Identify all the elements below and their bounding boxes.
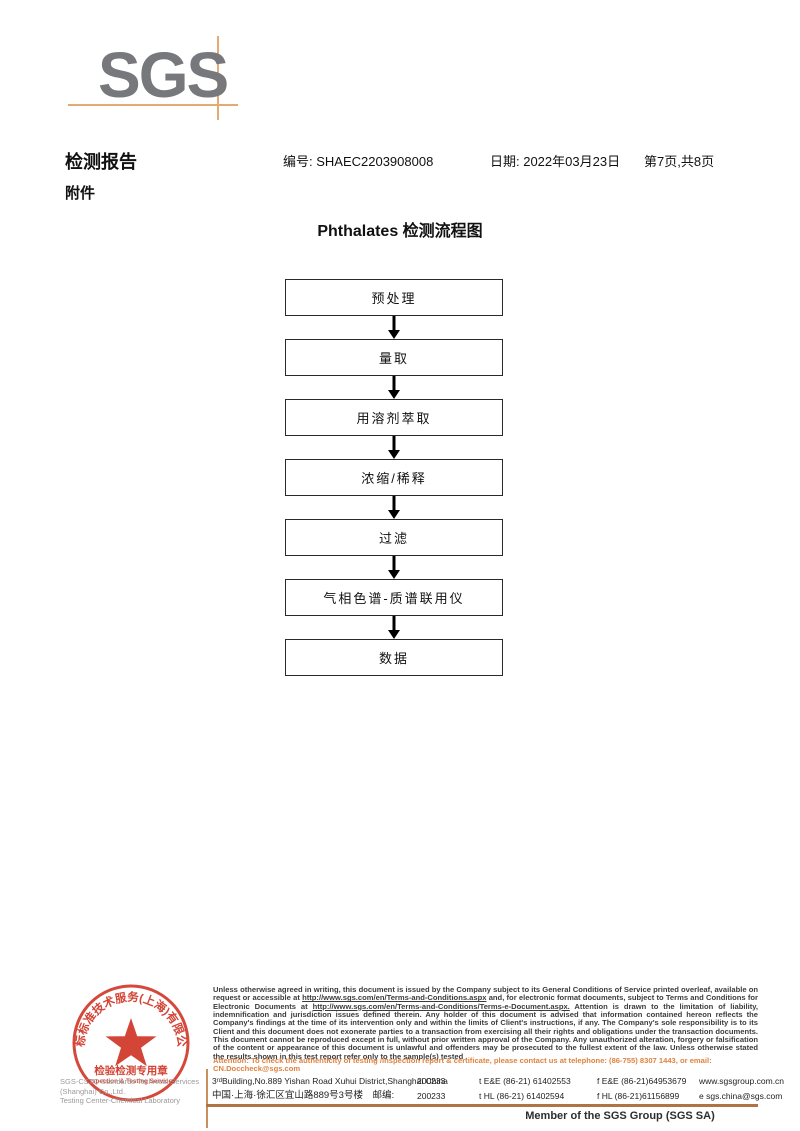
legal-terms-paragraph: Unless otherwise agreed in writing, this… — [213, 985, 759, 1061]
legal-text: and, for electronic format documents, su… — [213, 993, 759, 1011]
footer-divider-vertical — [206, 1069, 208, 1128]
website-link[interactable]: www.sgsgroup.com.cn — [699, 1076, 785, 1086]
logo-crosshair-vertical — [217, 36, 219, 120]
flow-step-concentrate-dilute: 浓缩/稀释 — [285, 459, 503, 496]
flow-step-data: 数据 — [285, 639, 503, 676]
legal-text: Attention is drawn to the limitation of … — [213, 1001, 758, 1061]
footer-address-block: 3ʳᵈBuilding,No.889 Yishan Road Xuhui Dis… — [212, 1074, 785, 1104]
phone-ee: t E&E (86-21) 61402553 — [479, 1076, 571, 1086]
down-arrow-icon — [387, 556, 401, 579]
down-arrow-icon — [387, 616, 401, 639]
flowchart-title: Phthalates 检测流程图 — [317, 223, 483, 240]
phone-hl: t HL (86-21) 61402594 — [479, 1091, 565, 1101]
logo-crosshair-horizontal — [68, 104, 238, 106]
sgs-logo-text: SGS — [98, 39, 229, 111]
down-arrow-icon — [387, 316, 401, 339]
down-arrow-icon — [387, 376, 401, 399]
attachment-label: 附件 — [65, 185, 96, 202]
report-date: 日期: 2022年03月23日 — [490, 154, 621, 169]
flow-step-gcms: 气相色谱-质谱联用仪 — [285, 579, 503, 616]
down-arrow-icon — [387, 436, 401, 459]
flow-step-pretreatment: 预处理 — [285, 279, 503, 316]
address-row-cn: 中国·上海·徐汇区宜山路889号3号楼 邮编: 200233 t HL (86-… — [212, 1089, 783, 1104]
legal-text: Unless otherwise agreed in writing, this… — [213, 985, 758, 1003]
stamp-inner-cn: 检验检测专用章 — [94, 1064, 168, 1077]
fax-hl: f HL (86-21)61156899 — [597, 1091, 680, 1101]
authenticity-attention-note: Attention: To check the authenticity of … — [213, 1056, 712, 1074]
fax-ee: f E&E (86-21)64953679 — [597, 1076, 687, 1086]
flow-step-measure: 量取 — [285, 339, 503, 376]
report-title: 检测报告 — [65, 152, 137, 172]
postcode-en: 200233 — [417, 1076, 446, 1086]
terms-url-link[interactable]: http://www.sgs.com/en/Terms-and-Conditio… — [302, 993, 487, 1003]
footer-rule — [206, 1104, 758, 1107]
address-row-en: 3ʳᵈBuilding,No.889 Yishan Road Xuhui Dis… — [212, 1074, 785, 1089]
inspection-stamp-icon: 通标标准技术服务(上海)有限公司 检验检测专用章 Inspection & Te… — [64, 972, 192, 1104]
address-cn: 中国·上海·徐汇区宜山路889号3号楼 邮编: — [212, 1090, 395, 1101]
flowchart: 预处理 量取 用溶剂萃取 浓缩/稀释 过滤 气相色谱-质谱联用仪 数据 — [285, 279, 503, 676]
postcode-cn: 200233 — [417, 1091, 446, 1101]
page-indicator: 第7页,共8页 — [644, 154, 715, 169]
down-arrow-icon — [387, 496, 401, 519]
flow-step-solvent-extraction: 用溶剂萃取 — [285, 399, 503, 436]
lab-company-line1: SGS-CSTC Standards Technical Services (S… — [60, 1077, 200, 1096]
sgs-member-note: Member of the SGS Group (SGS SA) — [525, 1110, 715, 1122]
terms-e-document-url-link[interactable]: http://www.sgs.com/en/Terms-and-Conditio… — [312, 1001, 570, 1011]
sgs-logo: SGS — [68, 30, 253, 125]
report-number: 编号: SHAEC2203908008 — [283, 154, 434, 169]
lab-company-line2: Testing Center-Chemical Laboratory — [60, 1096, 181, 1105]
flow-step-filter: 过滤 — [285, 519, 503, 556]
lab-company-name: SGS-CSTC Standards Technical Services (S… — [60, 1077, 210, 1106]
stamp-inner-en: Inspection & Testing Services — [86, 1078, 176, 1085]
address-en: 3ʳᵈBuilding,No.889 Yishan Road Xuhui Dis… — [212, 1076, 448, 1086]
email-link[interactable]: e sgs.china@sgs.com — [699, 1091, 783, 1101]
